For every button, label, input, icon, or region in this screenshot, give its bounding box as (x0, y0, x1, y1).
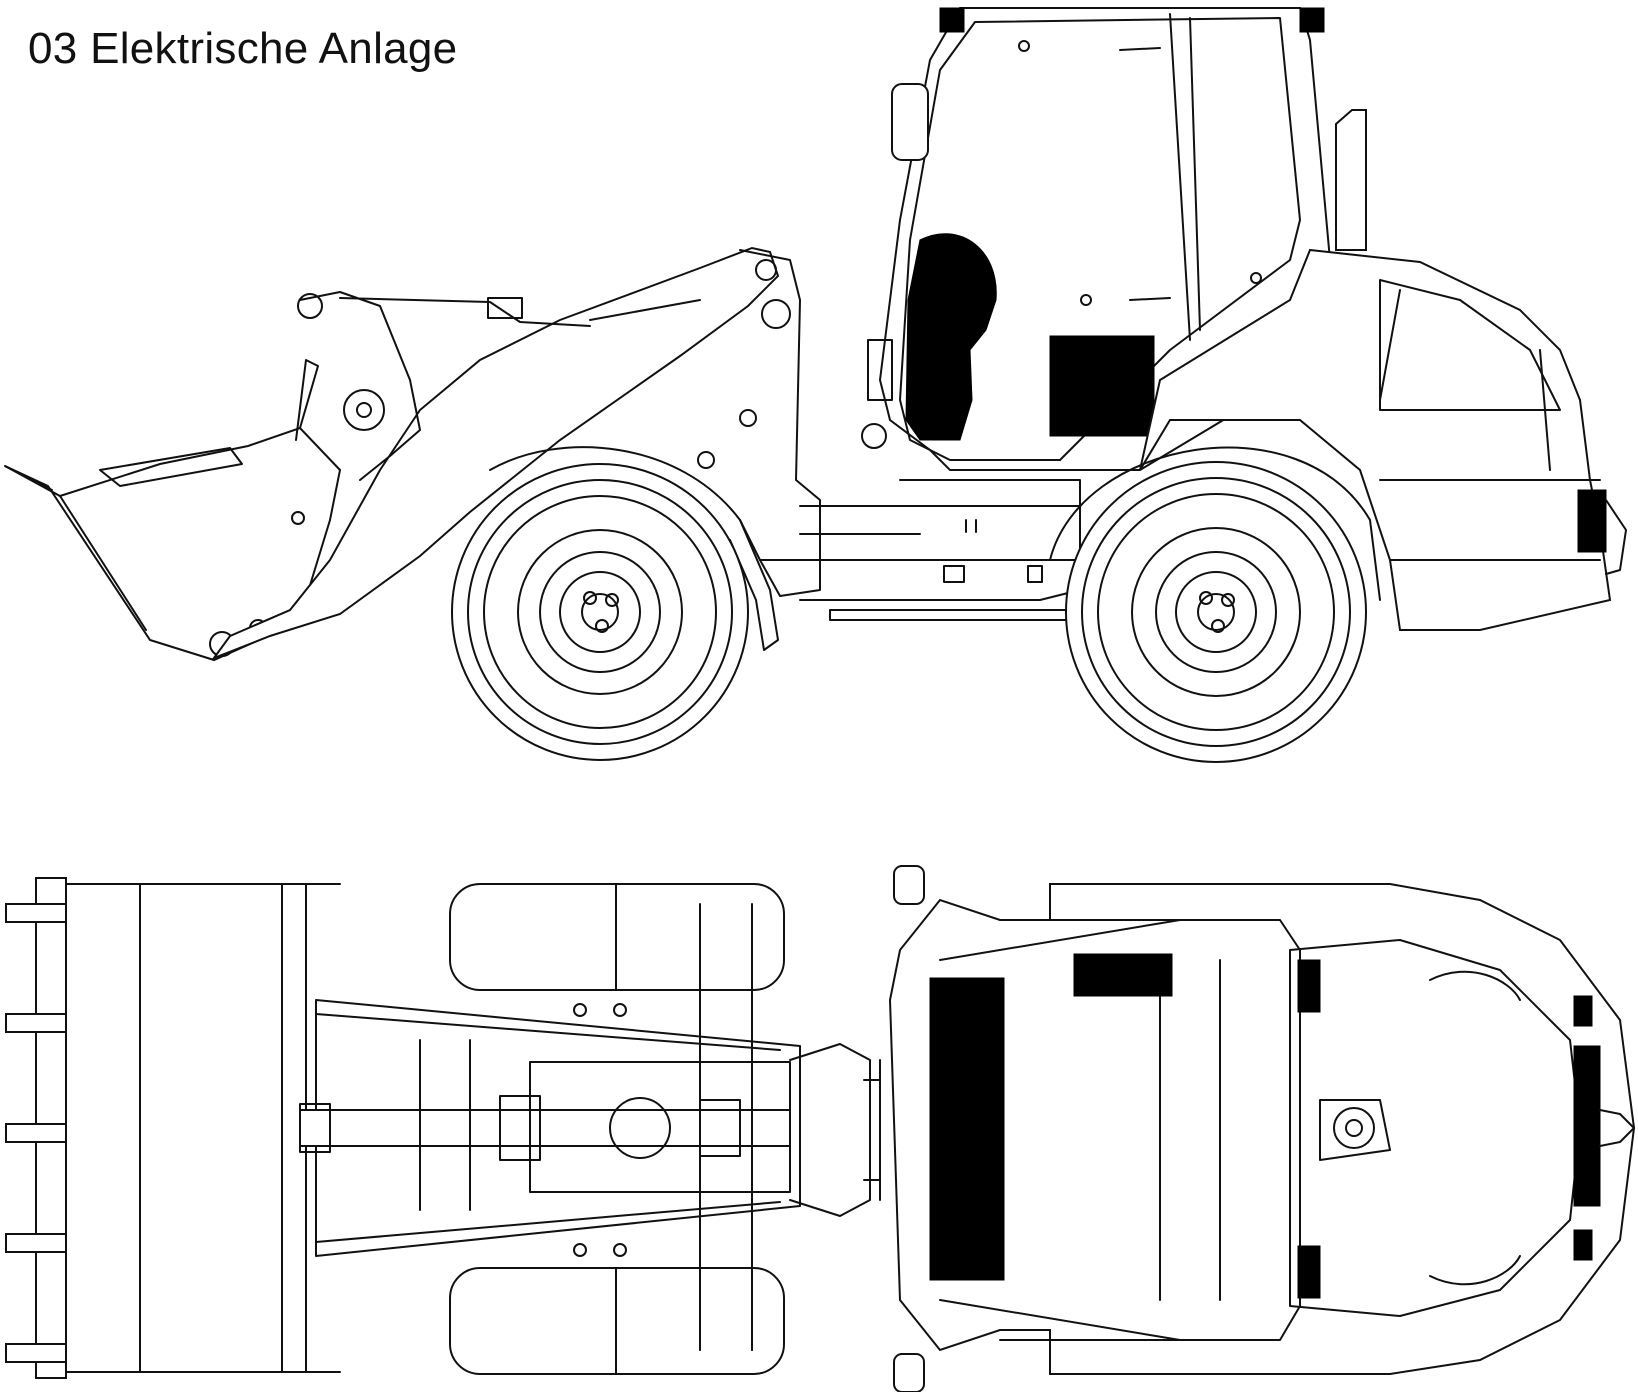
page-title: 03 Elektrische Anlage (28, 24, 458, 73)
lift-arm-side (211, 246, 821, 661)
rear-body-top (863, 865, 1636, 1392)
front-tyres-top (449, 883, 785, 1375)
bucket-top (5, 877, 341, 1379)
top-view (5, 865, 1636, 1392)
side-view (4, 7, 1627, 763)
chassis-side (759, 479, 1081, 621)
bucket-side (4, 359, 342, 662)
front-wheel (451, 463, 749, 761)
rear-wheel (1065, 461, 1367, 763)
exhaust-pipe (1335, 109, 1367, 251)
engine-hood-side (1139, 248, 1627, 631)
articulation-joint (789, 1043, 871, 1217)
front-fender (489, 446, 779, 651)
lift-arms-top (299, 999, 801, 1257)
rear-fender (1049, 446, 1381, 601)
